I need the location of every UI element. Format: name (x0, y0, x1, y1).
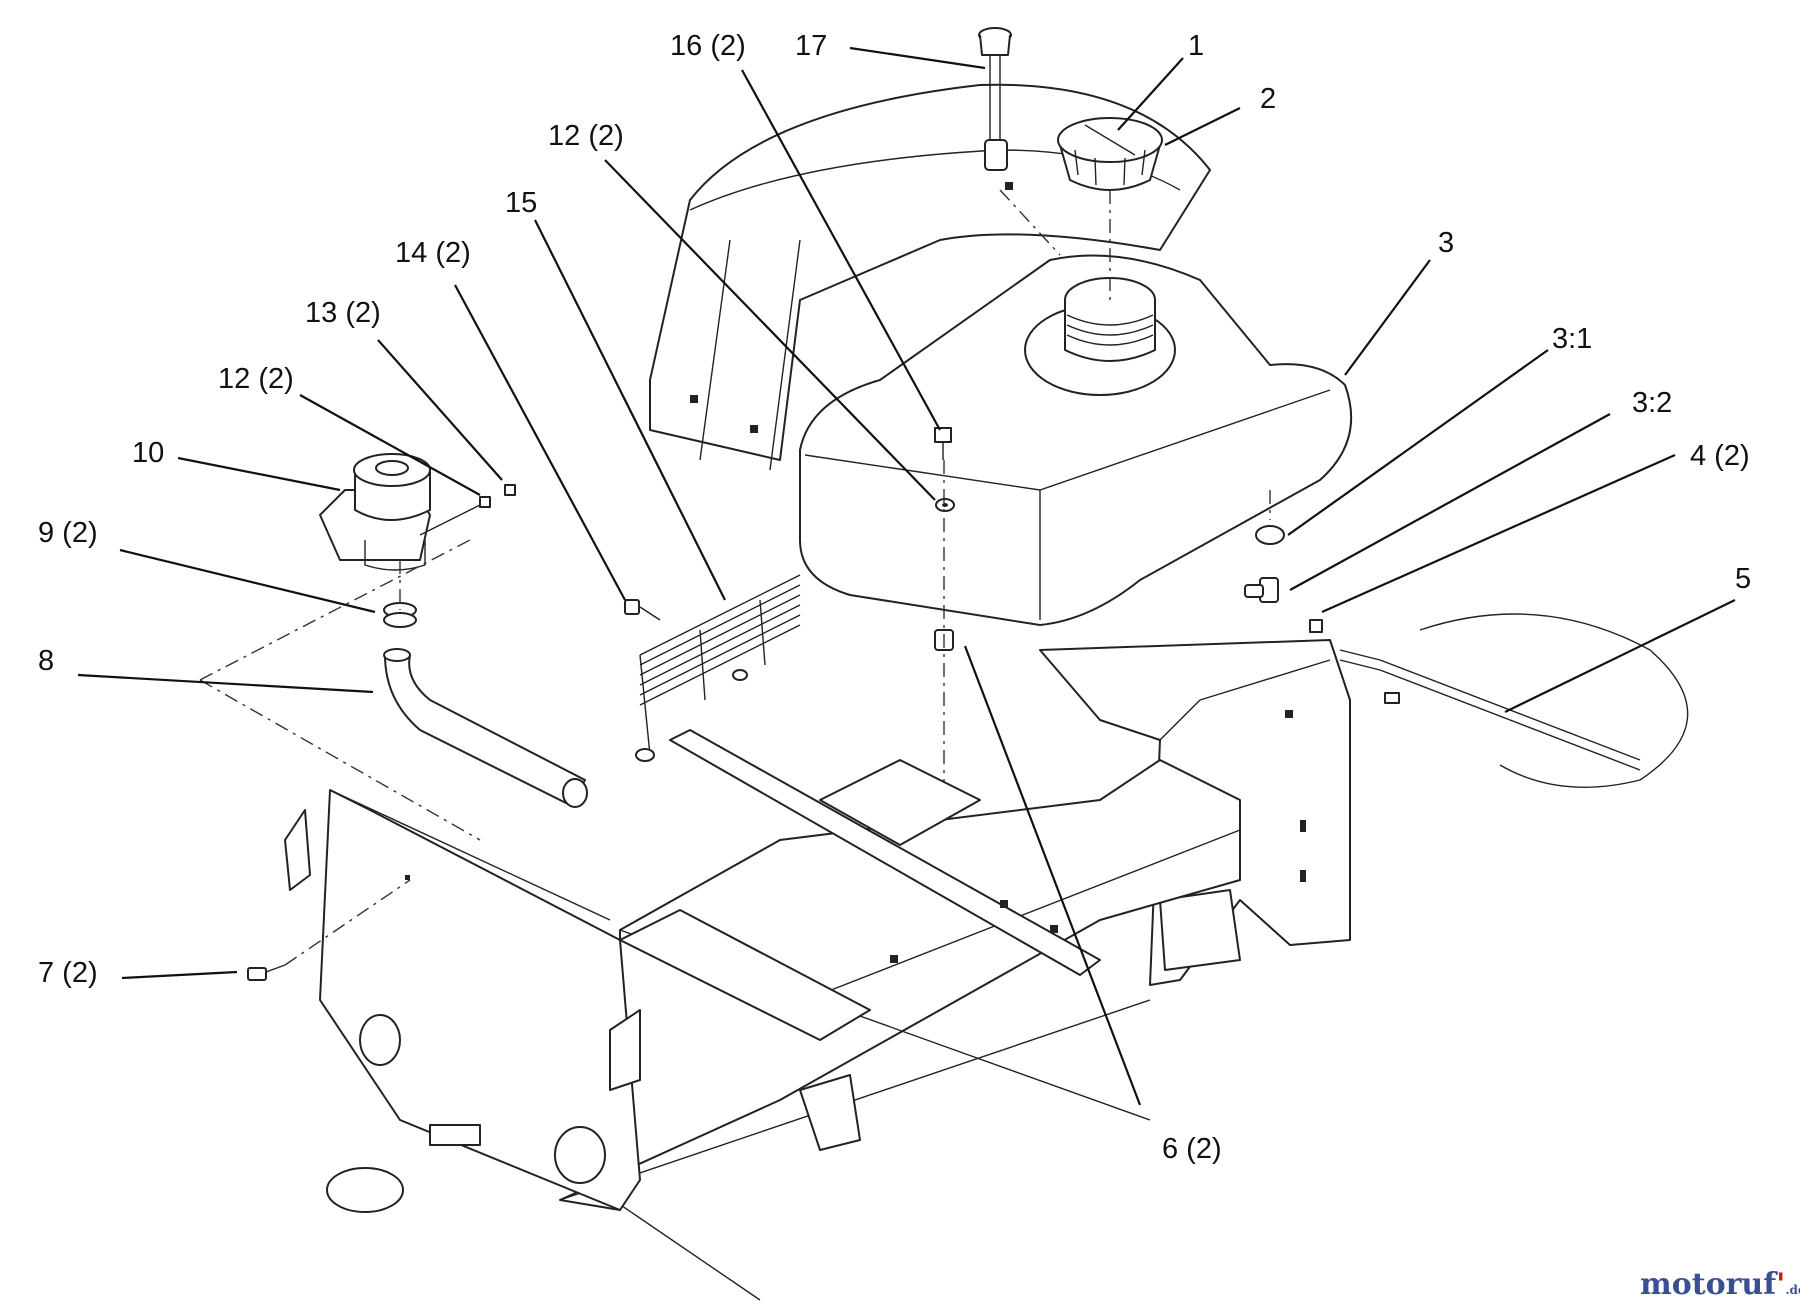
callout-12-lower: 12 (2) (218, 363, 294, 395)
watermark-brand: motoruf (1640, 1267, 1778, 1302)
callout-12-upper: 12 (2) (548, 120, 624, 152)
fuel-tank (799, 254, 1353, 626)
svg-text:motoruf'.de: motoruf'.de (1640, 1267, 1800, 1302)
fuel-cap (1057, 117, 1163, 191)
callout-3-1: 3:1 (1552, 323, 1592, 355)
clutch-assembly (319, 453, 516, 571)
callout-9: 9 (2) (38, 517, 98, 549)
alignment-lines (199, 189, 1111, 841)
callout-8: 8 (38, 645, 54, 677)
callout-4: 4 (2) (1690, 440, 1750, 472)
watermark-suffix: .de (1785, 1283, 1800, 1297)
callout-3-2: 3:2 (1632, 387, 1672, 419)
front-panel (284, 789, 641, 1211)
callout-10: 10 (132, 437, 164, 469)
callout-1: 1 (1188, 30, 1204, 62)
callout-7: 7 (2) (38, 957, 98, 989)
callout-14: 14 (2) (395, 237, 471, 269)
vent-tube (978, 27, 1013, 190)
wire-guard (624, 574, 801, 762)
watermark-logo: motoruf'.de (1640, 1267, 1800, 1302)
callout-13: 13 (2) (305, 297, 381, 329)
leader-lines (77, 46, 1736, 1106)
callout-3: 3 (1438, 227, 1454, 259)
callout-16: 16 (2) (670, 30, 746, 62)
callout-15: 15 (505, 187, 537, 219)
main-frame (319, 729, 1241, 1301)
callout-17: 17 (795, 30, 827, 62)
watermark-accent: ' (1776, 1267, 1785, 1302)
bolt-7 (247, 879, 411, 981)
callout-2: 2 (1260, 83, 1276, 115)
callout-5: 5 (1735, 563, 1751, 595)
hose-assembly (383, 602, 588, 808)
callout-6: 6 (2) (1162, 1133, 1222, 1165)
callout-labels: 16 (2) 17 1 2 12 (2) 15 14 (2) 13 (2) 12… (38, 30, 1751, 1165)
